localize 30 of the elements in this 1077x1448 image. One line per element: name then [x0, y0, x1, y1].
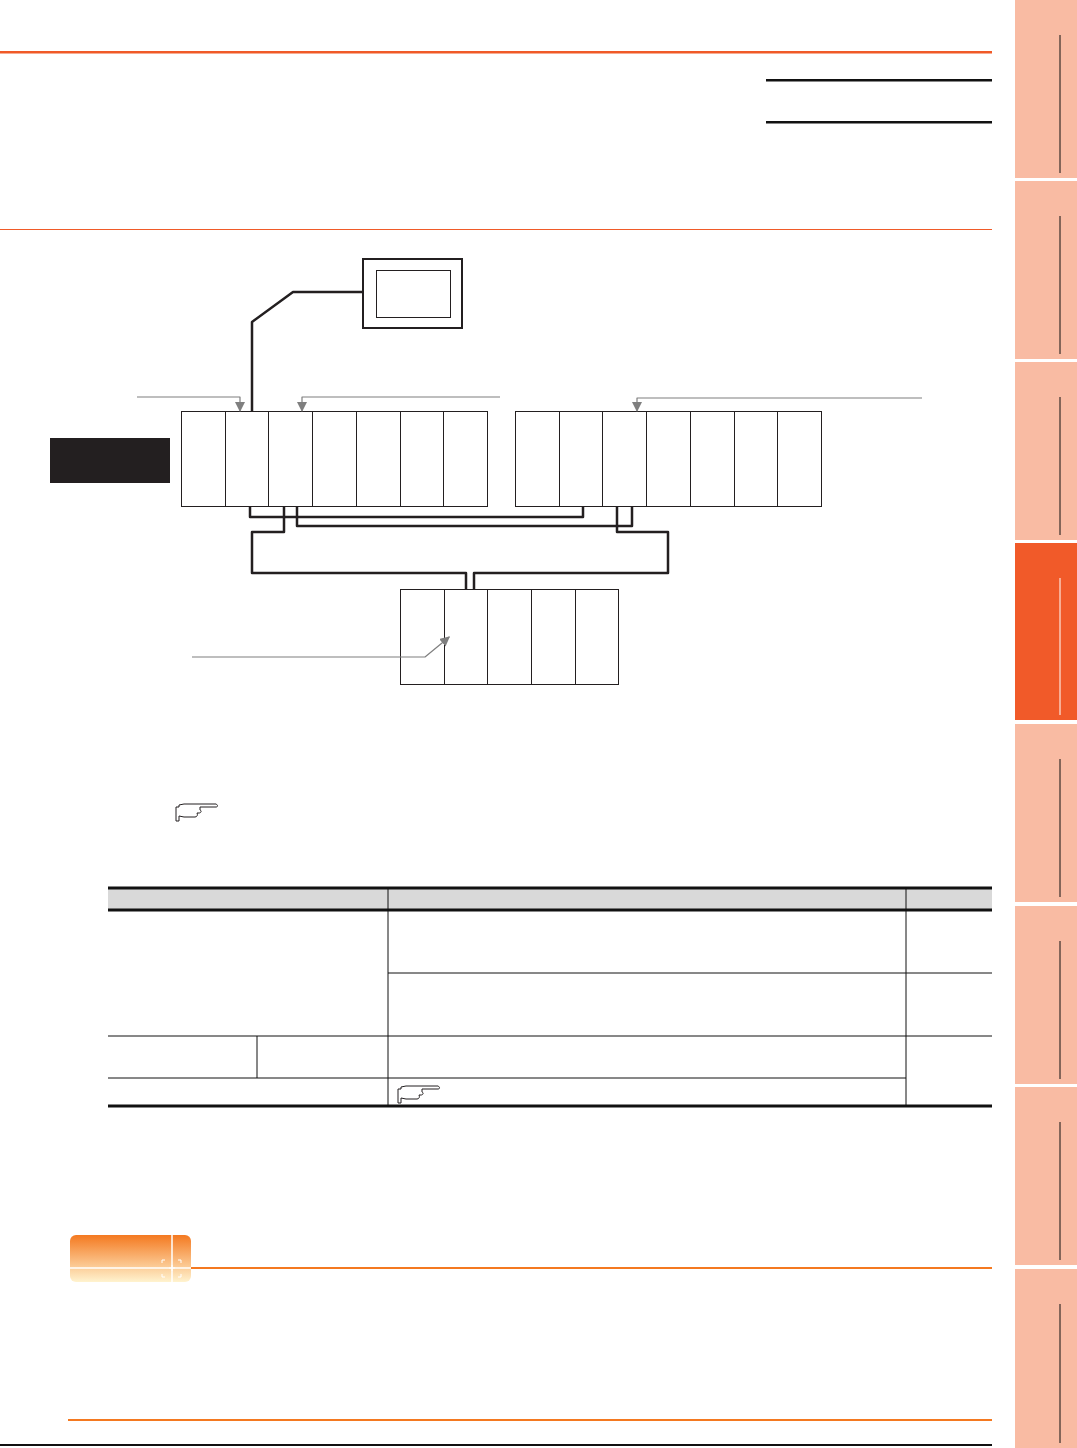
- cable: [472, 507, 670, 589]
- leader-line: [632, 397, 923, 412]
- module-slot: [646, 411, 691, 507]
- module-slot: [268, 411, 313, 507]
- module-slot: [444, 589, 488, 685]
- leader-line: [191, 636, 451, 658]
- module-slot: [777, 411, 822, 507]
- module-slot: [559, 411, 603, 507]
- module-slot: [531, 589, 576, 685]
- module-slot: [400, 589, 445, 685]
- module-slot: [734, 411, 778, 507]
- module-slot: [487, 589, 532, 685]
- module-slot: [225, 411, 269, 507]
- module-slot: [312, 411, 357, 507]
- leader-line: [136, 396, 245, 412]
- module-slot: [602, 411, 647, 507]
- module-slot: [443, 411, 488, 507]
- cable: [295, 507, 634, 528]
- cable: [248, 507, 585, 519]
- module-slot: [515, 411, 560, 507]
- module-slot: [575, 589, 619, 685]
- module-slot: [356, 411, 401, 507]
- cable: [250, 507, 468, 589]
- module-slot: [181, 411, 226, 507]
- label-block: [50, 438, 170, 483]
- module-slot: [690, 411, 735, 507]
- display-panel: [362, 258, 463, 329]
- module-slot: [400, 411, 444, 507]
- leader-line: [297, 396, 501, 412]
- cable: [250, 290, 362, 411]
